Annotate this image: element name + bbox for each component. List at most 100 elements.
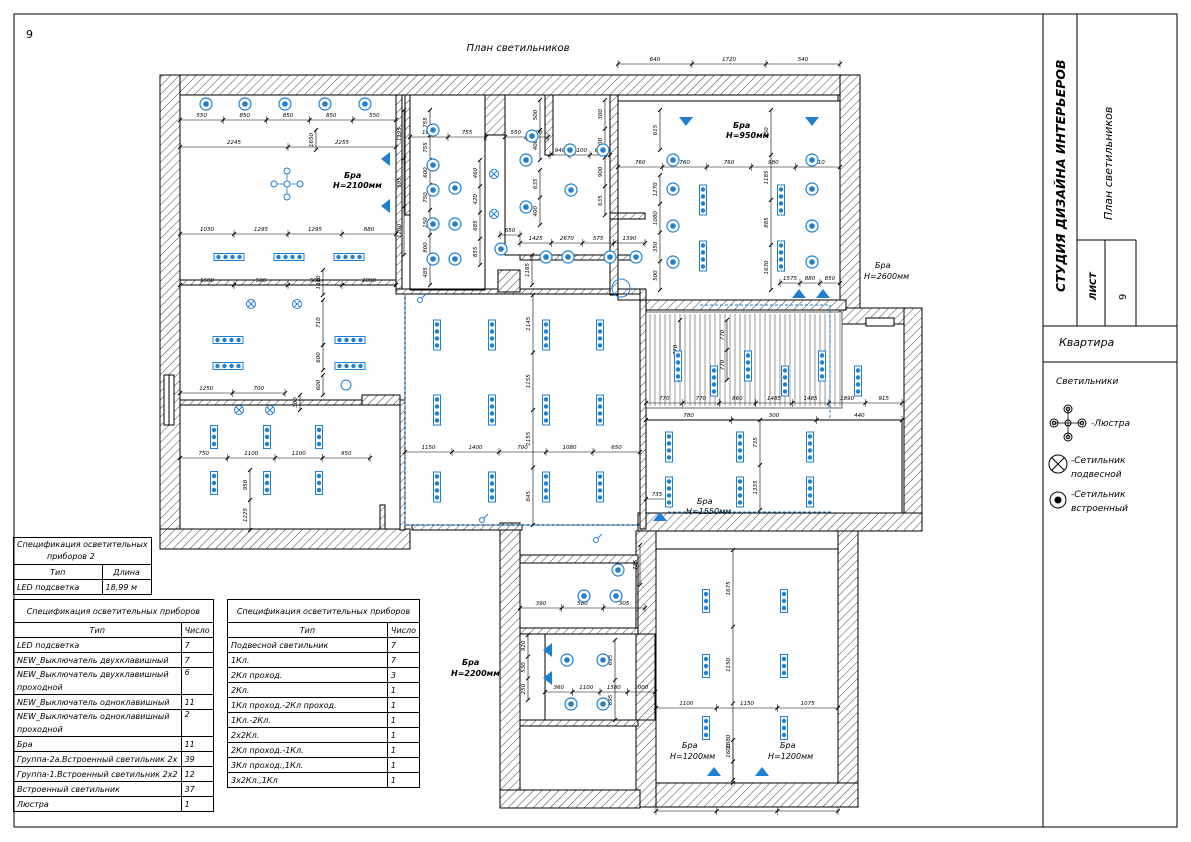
spec-table-2: Спецификация осветительных приборов 2 Ти… [13, 537, 152, 595]
dimension-label: 845 [526, 491, 532, 502]
led-group-light-icon [777, 240, 785, 272]
recessed-light-icon [426, 158, 440, 172]
dimension-label: 1600 [726, 743, 732, 757]
switch-icon [417, 293, 427, 303]
dimension-label: 500 [256, 278, 267, 284]
recessed-light-icon [494, 242, 508, 256]
dimension-label: 390 [536, 601, 547, 607]
pendant-light-icon [292, 299, 302, 309]
dimension-label: 1150 [726, 658, 732, 672]
sconce-label-1-a: Бра [344, 171, 361, 180]
dimension-label: 755 [462, 130, 473, 136]
dimension-label: 850 [825, 276, 836, 282]
spec-right-col-count: Число [386, 622, 421, 638]
led-group-light-icon [315, 425, 323, 449]
table-row: 3Кл проход.,1Кл.1 [227, 757, 421, 773]
pendant-light-icon [265, 405, 275, 415]
dimension-label: 1575 [783, 276, 797, 282]
sconce-label-7-a: Бра [780, 741, 796, 750]
recessed-light-icon [805, 219, 819, 233]
page-number: 9 [26, 28, 33, 41]
recessed-light-icon [358, 97, 372, 111]
wall-sconce-icon [707, 767, 721, 776]
led-group-light-icon [780, 716, 788, 740]
dimension-label: 1400 [469, 445, 483, 451]
sconce-label-2-a: Бра [733, 121, 750, 130]
dimension-label: 600 [316, 379, 322, 390]
dimension-label: 540 [798, 57, 809, 63]
sconce-label-5-a: Бра [462, 658, 479, 667]
wall-sconce-icon [381, 152, 390, 166]
recessed-light-icon [426, 252, 440, 266]
led-group-light-icon [736, 476, 744, 508]
led-group-light-icon [212, 336, 244, 344]
recessed-light-icon [448, 252, 462, 266]
dimension-label: 980 [768, 160, 779, 166]
recessed-light-icon [563, 143, 577, 157]
led-group-light-icon [702, 654, 710, 678]
dimension-label: 485 [423, 267, 429, 278]
led-group-light-icon [212, 362, 244, 370]
dimension-label: 710 [316, 317, 322, 328]
dimension-label: 1380 [607, 685, 621, 691]
sheet-label: ЛИСТ [1089, 271, 1099, 301]
dimension-label: 1100 [579, 685, 593, 691]
dimension-label: 755 [423, 142, 429, 153]
dimension-label: 770 [720, 359, 726, 370]
dimension-label: 2000 [362, 278, 376, 284]
recessed-light-icon [564, 183, 578, 197]
pendant-light-icon [489, 209, 499, 219]
sconce-label-5-b: H=2200мм [451, 669, 500, 678]
table-row: 1Кл.7 [227, 652, 421, 668]
dimension-label: 1100 [292, 451, 306, 457]
recessed-light-icon [448, 181, 462, 195]
sheet-frame [13, 13, 1178, 828]
spec-left-col-count: Число [180, 622, 214, 638]
led-group-light-icon [596, 394, 604, 426]
recessed-light-icon [426, 123, 440, 137]
dimension-label: 2255 [335, 140, 349, 146]
dimension-label: 880 [805, 276, 816, 282]
dimension-label: 1075 [801, 701, 815, 707]
recessed-light-icon [426, 183, 440, 197]
dimension-label: 885 [764, 217, 770, 228]
sconce-label-4-b: H=1550мм [686, 507, 731, 516]
recessed-light-icon [805, 153, 819, 167]
dimension-label: 500 [310, 278, 321, 284]
pendant-light-icon [234, 405, 244, 415]
dimension-label: 2245 [227, 140, 241, 146]
recessed-light-icon [448, 217, 462, 231]
dimension-label: 650 [611, 445, 622, 451]
dimension-label: 575 [593, 236, 604, 242]
legend-title: Светильники [1056, 377, 1118, 387]
led-group-light-icon [818, 350, 826, 382]
dimension-label: 530 [521, 662, 527, 673]
dimension-label: 550 [196, 113, 207, 119]
dimension-label: 940 [555, 148, 566, 154]
dimension-label: 770 [720, 329, 726, 340]
dimension-label: 685 [473, 220, 479, 231]
recessed-light-icon [318, 97, 332, 111]
dimension-label: 2670 [560, 236, 574, 242]
dimension-label: 1270 [653, 182, 659, 196]
sconce-labels: Бра H=2100мм Бра H=950мм Бра H=2600мм Бр… [333, 121, 909, 761]
led-group-light-icon [665, 476, 673, 508]
dimension-label: 250 [521, 683, 527, 694]
dimension-label: 1890 [840, 396, 854, 402]
dimension-label: 760 [679, 160, 690, 166]
dimension-label: 1150 [422, 445, 436, 451]
spec-table-left: Спецификация осветительных приборов Тип … [13, 599, 214, 812]
recessed-light-icon [278, 97, 292, 111]
recessed-light-icon [666, 219, 680, 233]
recessed-light-icon [564, 697, 578, 711]
spec-right-title: Спецификация осветительных приборов [227, 599, 420, 623]
sconce-label-2-b: H=950мм [726, 131, 770, 140]
led-group-light-icon [780, 654, 788, 678]
